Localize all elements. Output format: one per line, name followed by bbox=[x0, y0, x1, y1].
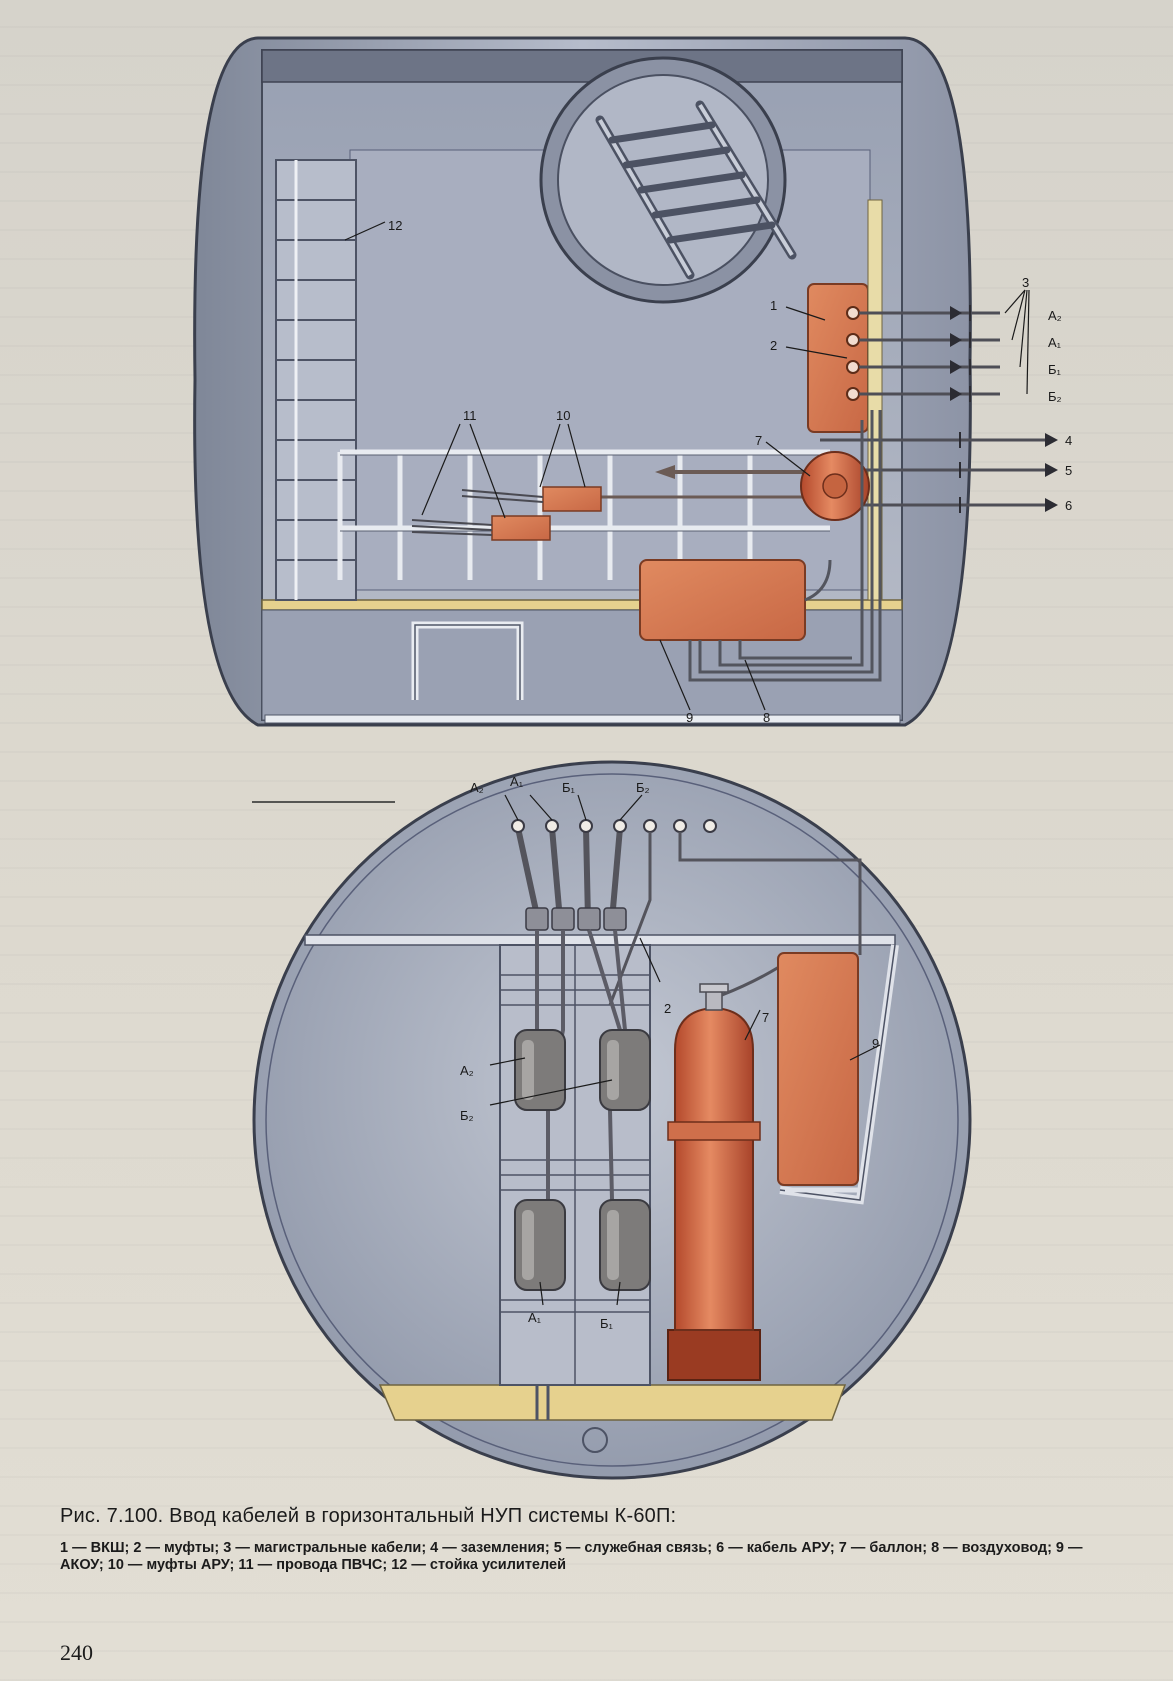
akou-box bbox=[639, 559, 806, 641]
section-view: А₂ А₁ Б₁ Б₂ 2 7 9 А₂ Б₂ А₁ Б₁ bbox=[252, 760, 972, 1480]
section-label-2: 2 bbox=[664, 1001, 671, 1016]
section-label-a1: А₁ bbox=[510, 774, 524, 789]
section-label-9: 9 bbox=[872, 1036, 879, 1051]
label-12: 12 bbox=[388, 218, 402, 233]
cable-glands bbox=[511, 819, 862, 1006]
air-duct bbox=[688, 410, 882, 682]
label-2: 2 bbox=[770, 338, 777, 353]
label-b2: Б₂ bbox=[1048, 389, 1062, 404]
caption-title: Рис. 7.100. Ввод кабелей в горизонтальны… bbox=[60, 1505, 677, 1527]
muff-label-a2: А₂ bbox=[460, 1063, 474, 1078]
label-9: 9 bbox=[686, 710, 693, 725]
label-a2: А₂ bbox=[1048, 308, 1062, 323]
label-b1: Б₁ bbox=[1048, 362, 1062, 377]
label-10: 10 bbox=[556, 408, 570, 423]
aru-muff-upper bbox=[542, 486, 602, 512]
label-1: 1 bbox=[770, 298, 777, 313]
amplifier-rack bbox=[275, 159, 357, 601]
section-label-a2: А₂ bbox=[470, 780, 484, 795]
muff-label-b2: Б₂ bbox=[460, 1108, 474, 1123]
section-label-7: 7 bbox=[762, 1010, 769, 1025]
label-6: 6 bbox=[1065, 498, 1072, 513]
muff-label-b1: Б₁ bbox=[600, 1316, 614, 1331]
trunk-cables bbox=[820, 311, 1045, 507]
label-5: 5 bbox=[1065, 463, 1072, 478]
muff-label-a1: А₁ bbox=[528, 1310, 542, 1325]
label-7: 7 bbox=[755, 433, 762, 448]
figure-caption: Рис. 7.100. Ввод кабелей в горизонтальны… bbox=[60, 1505, 1120, 1574]
vksh-muffs bbox=[846, 306, 860, 401]
label-11: 11 bbox=[463, 408, 477, 423]
pvchs-wires bbox=[411, 489, 544, 536]
label-4: 4 bbox=[1065, 433, 1072, 448]
top-view: 12 11 10 1 2 7 3 А₂ А₁ Б₁ Б₂ 4 5 6 9 8 bbox=[193, 36, 1072, 727]
page-number: 240 bbox=[60, 1640, 93, 1665]
label-a1: А₁ bbox=[1048, 335, 1062, 350]
caption-legend: 1 — ВКШ; 2 — муфты; 3 — магистральные ка… bbox=[60, 1540, 1083, 1573]
section-label-b2: Б₂ bbox=[636, 780, 650, 795]
vksh-box bbox=[807, 283, 869, 433]
label-3: 3 bbox=[1022, 275, 1029, 290]
gas-cylinder bbox=[667, 958, 791, 1381]
akou-cabinet bbox=[777, 952, 859, 1186]
label-8: 8 bbox=[763, 710, 770, 725]
section-label-b1: Б₁ bbox=[562, 780, 576, 795]
aru-muff-lower bbox=[491, 515, 551, 541]
